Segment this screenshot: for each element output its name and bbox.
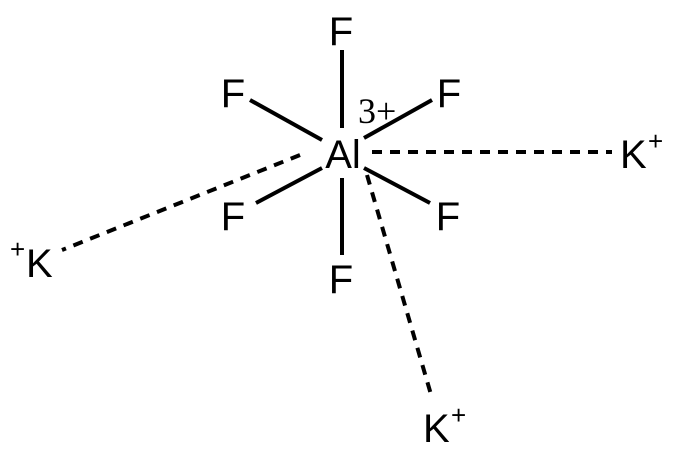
atom-k-bottom: K [423,407,450,450]
charge-al: 3+ [358,91,396,131]
atom-f-lower-right: F [436,195,460,239]
ionic-bond-k-left [61,153,301,252]
atom-k-left: K [26,242,53,286]
bond-al-f-lower-right [363,166,431,205]
counter-ion-k-bottom: K + [423,400,466,450]
bond-al-f-upper-right [363,98,433,140]
ionic-bond-k-bottom [365,174,434,399]
atom-al: Al [325,133,361,177]
charge-k-left: + [10,234,25,264]
charge-k-right: + [648,126,663,156]
atom-f-upper-right: F [437,72,461,116]
bond-al-f-lower-left [255,166,323,205]
atom-f-top: F [329,10,353,54]
atom-f-bottom: F [329,258,353,302]
atom-k-right: K [620,133,647,177]
counter-ion-k-right: K + [620,126,663,177]
atom-f-lower-left: F [221,195,245,239]
charge-k-bottom: + [451,400,466,430]
bond-al-f-upper-left [249,98,323,142]
counter-ion-k-left: + K [10,234,53,286]
atom-f-upper-left: F [221,72,245,116]
